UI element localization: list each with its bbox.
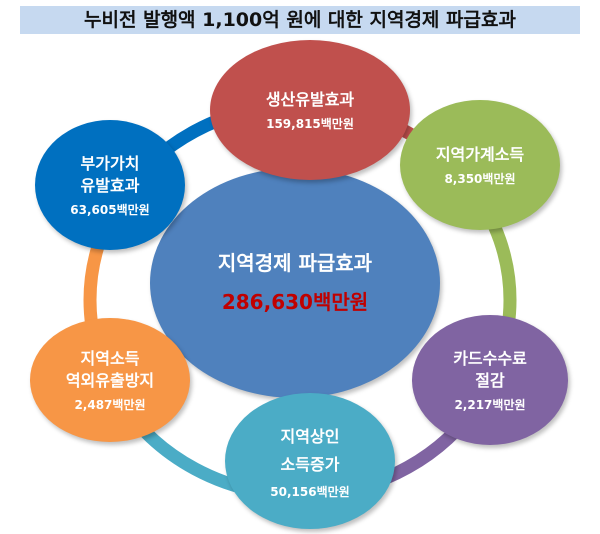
node-merchant-income: 지역상인 소득증가 50,156백만원 (225, 393, 395, 529)
node-value-added: 부가가치 유발효과 63,605백만원 (35, 120, 185, 250)
node-value: 2,217백만원 (454, 397, 526, 412)
diagram-title: 누비전 발행액 1,100억 원에 대한 지역경제 파급효과 (20, 6, 580, 34)
node-outflow-prevention: 지역소득 역외유출방지 2,487백만원 (30, 318, 190, 442)
node-household-income: 지역가계소득 8,350백만원 (400, 100, 560, 230)
node-label: 지역가계소득 (435, 144, 525, 164)
node-label: 지역소득 역외유출방지 (65, 348, 155, 390)
node-value: 63,605백만원 (70, 202, 150, 217)
node-value: 50,156백만원 (270, 484, 350, 499)
node-label: 지역상인 소득증가 (280, 426, 340, 474)
node-label: 생산유발효과 (265, 89, 355, 109)
node-card-fee: 카드수수료 절감 2,217백만원 (412, 315, 568, 445)
node-production: 생산유발효과 159,815백만원 (210, 40, 410, 180)
node-value: 159,815백만원 (266, 116, 354, 131)
node-label: 부가가치 유발효과 (80, 153, 140, 195)
node-label: 카드수수료 절감 (453, 348, 527, 390)
node-value: 8,350백만원 (444, 171, 516, 186)
center-label: 지역경제 파급효과 (217, 250, 373, 275)
node-value: 2,487백만원 (74, 397, 146, 412)
center-value: 286,630백만원 (221, 289, 369, 314)
center-node: 지역경제 파급효과 286,630백만원 (150, 168, 440, 398)
